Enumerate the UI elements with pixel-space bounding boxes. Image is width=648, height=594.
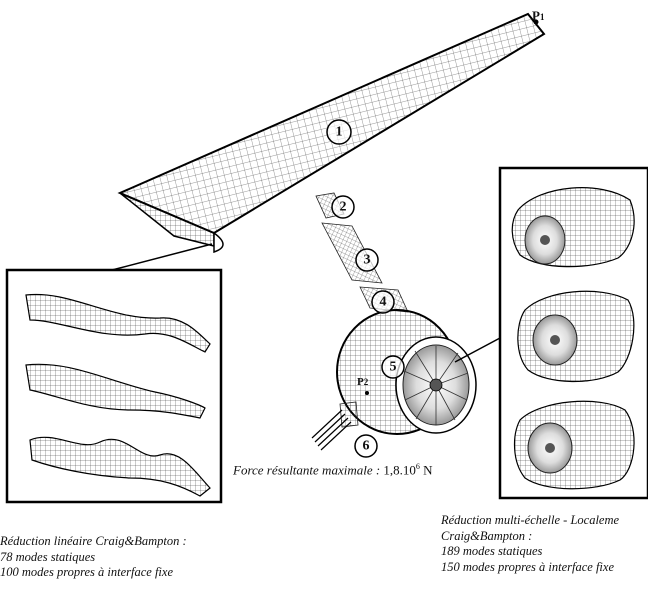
force-exponent: 6 [415, 462, 420, 471]
component-number-5: 5 [381, 355, 405, 379]
left-caption-line-3: 100 modes propres à interface fixe [0, 565, 173, 579]
right-caption: Réduction multi-échelle - Localeme Craig… [441, 513, 648, 575]
force-label: Force résultante maximale : [233, 462, 381, 478]
component-number-6: 6 [354, 434, 378, 458]
wing-mode-shape-3 [29, 436, 211, 497]
point-p2-marker [365, 391, 369, 395]
component-number-2: 2 [331, 195, 355, 219]
wing-mode-shape-2 [25, 363, 206, 419]
force-unit: N [423, 462, 433, 478]
engine-mode-shape-2 [517, 290, 635, 383]
svg-text:3: 3 [364, 253, 371, 268]
force-arrows [311, 401, 359, 451]
engine-nacelle [336, 309, 477, 435]
svg-text:1: 1 [336, 125, 343, 140]
left-caption-line-2: 78 modes statiques [0, 549, 96, 564]
point-p1-label: P1 [532, 8, 545, 23]
left-caption: Réduction linéaire Craig&Bampton : 78 mo… [0, 534, 187, 581]
force-value: 1,8.10 [383, 462, 416, 478]
connector-wing-left [111, 243, 213, 271]
point-p1-marker [533, 19, 539, 25]
left-caption-line-1: Réduction linéaire Craig&Bampton : [0, 534, 187, 548]
engine-mode-shape-3 [513, 400, 635, 490]
right-mode-inset [498, 166, 648, 500]
svg-text:4: 4 [380, 295, 387, 310]
fan-blades [403, 346, 469, 425]
engine-mode-shape-1 [511, 187, 635, 268]
component-number-1: 1 [326, 119, 352, 145]
right-caption-line-2: Craig&Bampton : [441, 528, 533, 543]
right-caption-line-1: Réduction multi-échelle - Localeme [441, 513, 620, 527]
svg-text:5: 5 [390, 360, 397, 375]
right-caption-line-4: 150 modes propres à interface fixe [441, 559, 614, 574]
left-mode-inset [5, 268, 223, 504]
connector-engine-right [454, 337, 501, 363]
component-number-3: 3 [355, 248, 379, 272]
wing-mode-shape-1 [25, 293, 211, 353]
svg-text:2: 2 [340, 200, 347, 215]
point-p2-label: P2 [357, 376, 369, 388]
right-caption-line-3: 189 modes statiques [441, 544, 543, 558]
force-annotation: Force résultante maximale : 1,8.106 N [233, 462, 433, 478]
svg-text:6: 6 [363, 439, 370, 454]
component-number-4: 4 [371, 290, 395, 314]
